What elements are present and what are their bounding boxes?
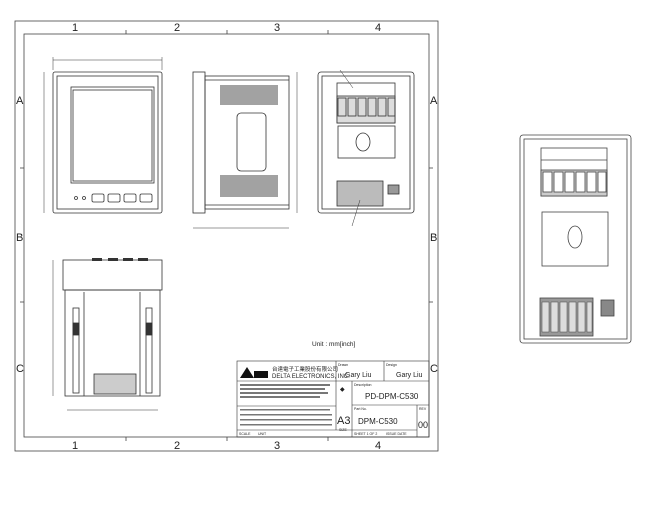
row-label: B	[430, 232, 437, 244]
description: PD-DPM-C530	[365, 392, 419, 401]
unit-label: UNIT	[258, 432, 267, 436]
column-label: 3	[274, 22, 280, 34]
delta-logo-icon	[240, 367, 254, 378]
row-label: B	[16, 232, 23, 244]
description-label: Description	[354, 383, 372, 387]
sheet-size: A3	[337, 415, 350, 427]
part-no: DPM-C530	[358, 417, 398, 426]
bottom-view	[52, 258, 163, 411]
side-view	[192, 71, 298, 229]
column-label: 4	[375, 22, 381, 34]
row-label: C	[16, 363, 24, 375]
column-label: 3	[274, 440, 280, 452]
inner-border	[23, 33, 430, 438]
column-label: 2	[174, 440, 180, 452]
design-by: Gary Liu	[396, 372, 423, 379]
scale-label: SCALE	[239, 432, 251, 436]
company-cn: 台達電子工業股份有限公司	[272, 365, 338, 373]
outer-frame	[14, 20, 439, 452]
drawn-label: Drawn	[338, 363, 348, 367]
revision: 00	[418, 420, 428, 430]
dimension-symbol-icon: ◆	[340, 387, 345, 393]
row-label: C	[430, 363, 438, 375]
sheet-number: SHEET 1 OF 2	[354, 432, 377, 436]
size-label: SIZE	[339, 428, 347, 432]
rev-label: REV	[419, 407, 427, 411]
column-label: 4	[375, 440, 381, 452]
front-view	[43, 57, 163, 214]
company-en: DELTA ELECTRONICS, INC.	[272, 374, 350, 380]
design-label: Design	[386, 363, 397, 367]
column-label: 2	[174, 22, 180, 34]
rear-view	[317, 69, 415, 227]
unit-note: Unit : mm[inch]	[312, 341, 356, 348]
drawn-by: Gary Liu	[345, 372, 372, 379]
row-label: A	[430, 95, 438, 107]
row-label: A	[16, 95, 24, 107]
column-label: 1	[72, 440, 78, 452]
part-no-label: Part No.	[354, 407, 367, 411]
title-block: 台達電子工業股份有限公司 DELTA ELECTRONICS, INC. Dra…	[236, 360, 430, 438]
column-label: 1	[72, 22, 78, 34]
rear-view-detail	[519, 134, 632, 344]
issue-date-label: ISSUE DATE	[386, 432, 407, 436]
